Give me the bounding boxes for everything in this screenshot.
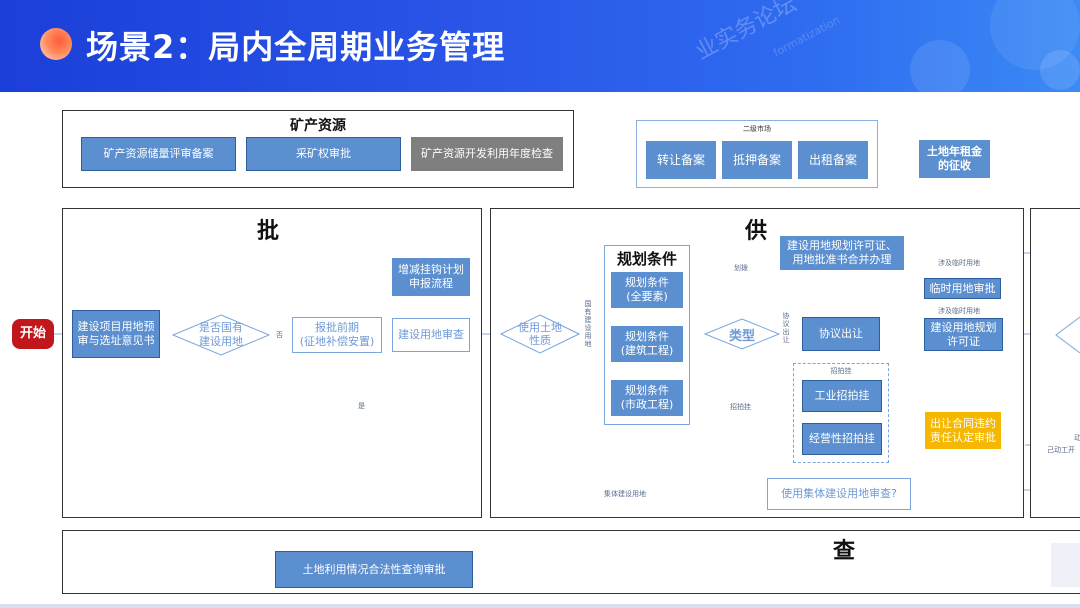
commercial-auction[interactable]: 经营性招拍挂 — [802, 423, 882, 455]
auction-group: 招拍挂 工业招拍挂 经营性招拍挂 — [793, 363, 889, 463]
approve-title: 批 — [257, 219, 280, 244]
pre-report[interactable]: 报批前期 (征地补偿安置) — [292, 317, 382, 353]
auction-label: 招拍挂 — [730, 403, 751, 411]
next-partial-label: 己动工开 — [1047, 446, 1075, 454]
mining-right-approval[interactable]: 采矿权审批 — [246, 137, 401, 171]
header-banner: 场景2：局内全周期业务管理 业实务论坛 formatization — [0, 0, 1080, 92]
decor-circle — [990, 0, 1080, 70]
decor-circle — [1040, 50, 1080, 90]
planning-title: 规划条件 — [616, 250, 677, 268]
planning-municipal[interactable]: 规划条件 (市政工程) — [611, 380, 683, 416]
collective-label: 集体建设用地 — [604, 490, 646, 498]
quota-plan[interactable]: 增减挂钩计划 申报流程 — [392, 258, 470, 296]
is-state-land-diamond[interactable] — [172, 314, 270, 356]
planning-building[interactable]: 规划条件 (建筑工程) — [611, 326, 683, 362]
auction-small-title: 招拍挂 — [830, 367, 852, 375]
decor-panel — [1051, 543, 1080, 587]
next-diamond-partial — [1055, 316, 1080, 354]
planning-all-elements[interactable]: 规划条件 (全要素) — [611, 272, 683, 308]
agreement-label: 协议出让 — [782, 312, 790, 345]
no-label: 否 — [276, 331, 283, 339]
collective-land-review[interactable]: 使用集体建设用地审查? — [767, 478, 911, 510]
page-title: 场景2：局内全周期业务管理 — [86, 28, 506, 66]
inspect-section: 查 土地利用情况合法性查询审批 — [62, 530, 1080, 594]
allocation-label: 划拨 — [734, 264, 748, 272]
land-review[interactable]: 建设用地审查 — [392, 318, 470, 352]
secondary-market-title: 二级市场 — [743, 125, 771, 133]
decor-circle — [910, 40, 970, 92]
type-label: 类型 — [728, 328, 755, 344]
start-node[interactable]: 开始 — [12, 319, 54, 349]
mineral-section: 矿产资源 矿产资源储量评审备案 采矿权审批 矿产资源开发利用年度检查 — [62, 110, 574, 188]
planning-permit[interactable]: 建设用地规划 许可证 — [924, 318, 1003, 351]
temporary-label-bottom: 涉及临时用地 — [938, 307, 980, 315]
temporary-land-review[interactable]: 临时用地审批 — [924, 278, 1001, 299]
mineral-reserve-filing[interactable]: 矿产资源储量评审备案 — [81, 137, 236, 171]
secondary-market: 二级市场 转让备案 抵押备案 出租备案 — [636, 120, 878, 188]
is-state-land-label: 是否国有 建设用地 — [199, 321, 243, 348]
transfer-filing[interactable]: 转让备案 — [646, 141, 716, 179]
yes-label: 是 — [358, 402, 365, 410]
type-diamond[interactable] — [704, 318, 780, 350]
mineral-annual-inspection[interactable]: 矿产资源开发利用年度检查 — [411, 137, 563, 171]
mortgage-filing[interactable]: 抵押备案 — [722, 141, 792, 179]
agreement-transfer[interactable]: 协议出让 — [802, 317, 880, 351]
footer-line — [0, 604, 1080, 608]
supply-title: 供 — [745, 219, 768, 244]
approve-section: 批 — [62, 208, 482, 518]
state-land-label: 国有建设用地 — [584, 300, 592, 349]
next-partial-label-top: 动 — [1074, 434, 1080, 442]
next-section-partial — [1030, 208, 1080, 518]
temporary-label-top: 涉及临时用地 — [938, 259, 980, 267]
mineral-title: 矿产资源 — [290, 118, 346, 134]
supply-section: 供 — [490, 208, 1024, 518]
land-annual-rent[interactable]: 土地年租金 的征收 — [919, 140, 990, 178]
combined-permit[interactable]: 建设用地规划许可证、 用地批准书合并办理 — [780, 236, 904, 270]
land-nature-label: 使用土地 性质 — [518, 320, 562, 347]
breach-liability[interactable]: 出让合同违约 责任认定审批 — [925, 412, 1001, 449]
legality-query[interactable]: 土地利用情况合法性查询审批 — [275, 551, 473, 588]
inspect-title: 查 — [833, 539, 856, 564]
logo-icon — [40, 28, 72, 60]
land-nature-diamond[interactable] — [500, 314, 580, 354]
lease-filing[interactable]: 出租备案 — [798, 141, 868, 179]
preliminary-review[interactable]: 建设项目用地预 审与选址意见书 — [72, 310, 160, 358]
planning-conditions-group: 规划条件 规划条件 (全要素) 规划条件 (建筑工程) 规划条件 (市政工程) — [604, 245, 690, 425]
industrial-auction[interactable]: 工业招拍挂 — [802, 380, 882, 412]
